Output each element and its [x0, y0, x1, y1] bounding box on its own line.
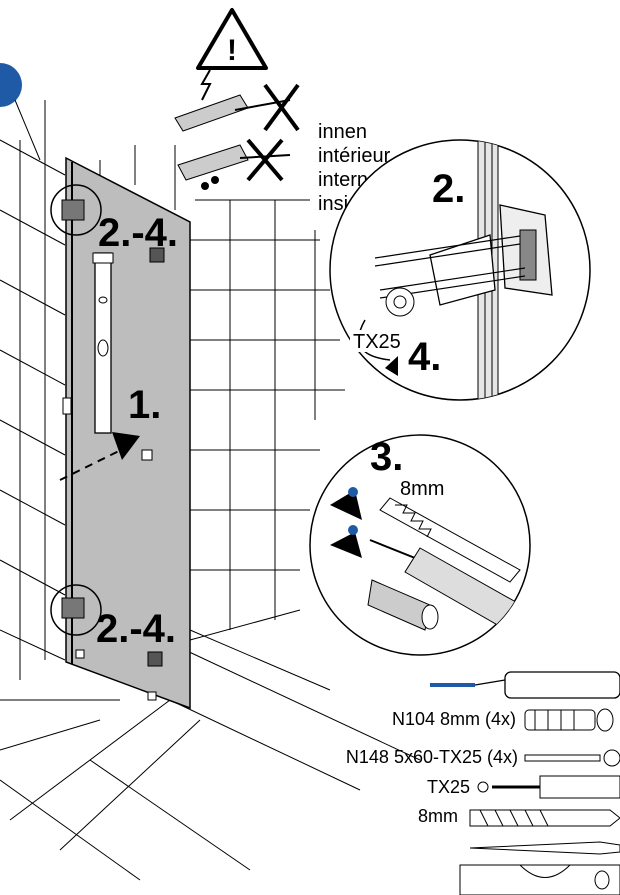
back-wall-tiles	[99, 145, 345, 641]
step-2-4-top: 2.-4.	[98, 211, 178, 255]
part-label-tx25: TX25	[427, 777, 470, 797]
step-4: 4.	[408, 335, 441, 379]
step-1: 1.	[128, 383, 161, 427]
drill-size-label: 8mm	[400, 478, 444, 500]
left-wall-tiles	[0, 99, 66, 680]
detail-circle-drilling: 3. 8mm	[309, 434, 531, 656]
corner-marker	[0, 63, 22, 107]
step-2: 2.	[432, 167, 465, 211]
dowel-icon	[524, 709, 596, 731]
step-3: 3.	[370, 435, 403, 479]
floor-tiles	[0, 629, 421, 881]
highlight-bottom-hinge	[50, 584, 102, 636]
part-label-drill: 8mm	[418, 806, 458, 826]
torx-icon	[477, 781, 489, 793]
spirit-level-icon	[459, 864, 620, 895]
warning-exclamation: !	[227, 34, 237, 67]
electric-cable-warning	[174, 69, 300, 132]
screw-icon	[524, 754, 601, 762]
hinge-top	[61, 199, 85, 221]
spirit-level	[92, 252, 114, 434]
step1-arrow	[59, 432, 140, 481]
highlight-top-hinge	[50, 184, 102, 236]
label-interieur: intérieur	[318, 145, 391, 167]
part-label-n104: N104 8mm (4x)	[392, 709, 516, 729]
label-innen: innen	[318, 121, 367, 143]
parts-list: N104 8mm (4x) N148 5x60-TX25 (4x) TX25 8…	[346, 671, 620, 895]
warning-triangle: !	[196, 8, 268, 70]
hinge-bottom	[61, 597, 85, 619]
part-label-n148: N148 5x60-TX25 (4x)	[346, 747, 518, 767]
detail-circle-bracket: TX25 2. 4.	[329, 139, 591, 401]
glass-panel	[61, 156, 191, 710]
water-pipe-warning	[177, 138, 291, 190]
wall-marker	[141, 449, 153, 461]
tool-label-tx25: TX25	[353, 331, 401, 353]
step-2-4-bottom: 2.-4.	[96, 607, 176, 651]
drill-bit-icon	[469, 809, 620, 827]
